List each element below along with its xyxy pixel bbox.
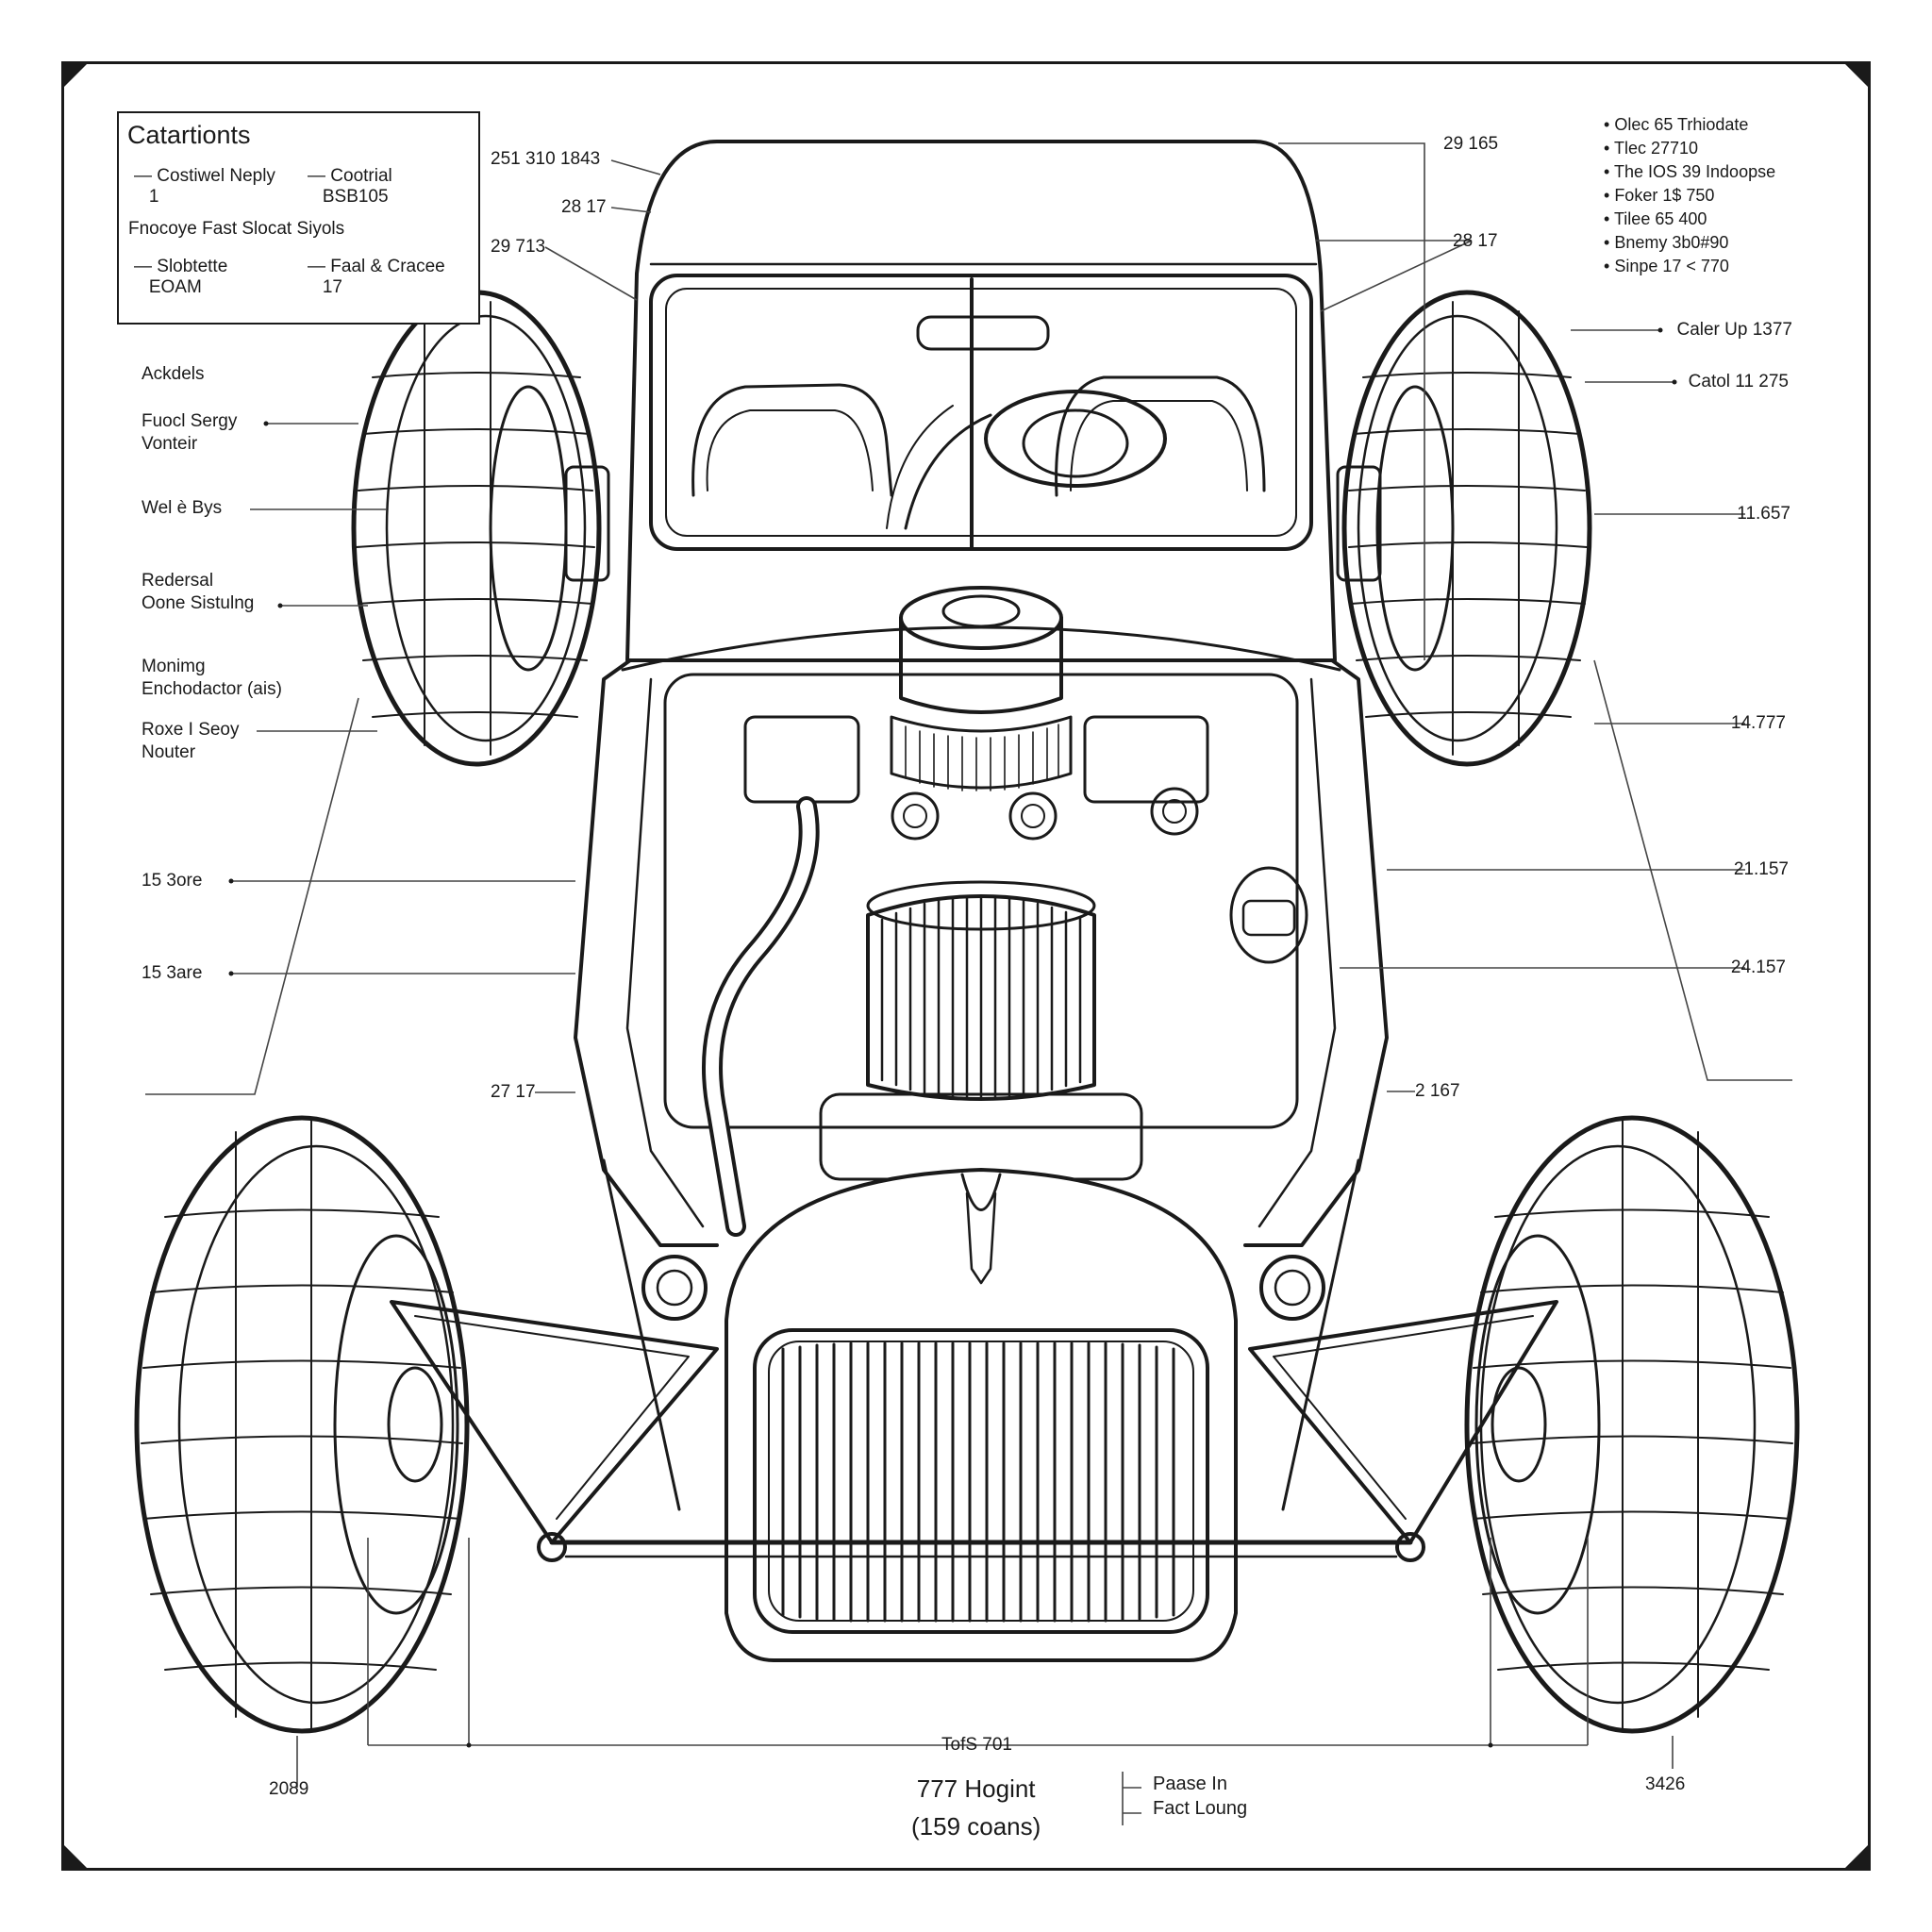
legend-entry: — Faal & Cracee 17 — [308, 257, 445, 297]
label-catol: Catol 11 275 — [1688, 372, 1789, 391]
seat-right — [1055, 375, 1266, 497]
spec-list: • Olec 65 Trhiodate • Tlec 27710 • The I… — [1604, 113, 1775, 278]
label-caler-up: Caler Up 1377 — [1676, 320, 1792, 340]
label-sare-2: 15 3are — [142, 963, 203, 983]
blower — [866, 894, 1096, 1101]
drawing-frame — [61, 61, 1871, 1871]
callout-dim: 251 310 1843 — [491, 149, 601, 169]
spec-item: • Bnemy 3b0#90 — [1604, 233, 1729, 252]
label-11657: 11.657 — [1737, 504, 1790, 524]
cab-roof — [625, 140, 1337, 662]
callout-dim: 28 17 — [1453, 231, 1498, 251]
callout-dim: 2089 — [269, 1779, 309, 1799]
alternator — [1229, 866, 1308, 964]
seat-left — [691, 383, 893, 497]
radiator-shell — [724, 1168, 1238, 1662]
leader-lines — [145, 142, 1792, 1825]
footer-notes: Paase In Fact Loung — [1153, 1774, 1248, 1819]
footer-title: 777 Hogint (159 coans) — [911, 1774, 1041, 1840]
tire-rear-left — [351, 290, 602, 767]
label-wele-bys: Wel è Bys — [142, 498, 223, 518]
a-arm-left — [390, 1300, 719, 1544]
headlight-left — [641, 1255, 708, 1321]
corner-marks — [61, 61, 1871, 1871]
headlight-right — [1259, 1255, 1325, 1321]
tire-front-left — [134, 1115, 470, 1734]
spec-item: • The IOS 39 Indoopse — [1604, 162, 1776, 181]
spec-item: • Olec 65 Trhiodate — [1604, 115, 1749, 134]
grille — [753, 1328, 1209, 1634]
callout-dim: 3426 — [1645, 1774, 1686, 1794]
callout-dim: 28 17 — [561, 197, 607, 217]
legend-entry: — Cootrial BSB105 — [308, 166, 392, 207]
legend-box: Catartionts — Costiwel Neply 1 — Cootria… — [117, 111, 480, 325]
steering-wheel — [984, 390, 1167, 488]
legend-entry: — Costiwel Neply 1 — [134, 166, 275, 207]
label-24157: 24.157 — [1730, 958, 1786, 977]
legend-entry: Fnocoye Fast Slocat Siyols — [128, 219, 345, 239]
tire-front-right — [1464, 1115, 1800, 1734]
mirror — [916, 315, 1050, 351]
leader-dots — [228, 327, 1677, 1748]
callout-dim: 2 167 — [1415, 1081, 1460, 1101]
a-arm-right — [1248, 1300, 1558, 1544]
callout-dim: 27 17 — [491, 1082, 536, 1102]
windshield — [649, 274, 1313, 551]
engine-bay — [663, 673, 1299, 1129]
spec-item: • Tilee 65 400 — [1604, 209, 1707, 228]
body-right — [1243, 658, 1389, 1247]
tire-rear-right — [1341, 290, 1592, 767]
spec-item: • Sinpe 17 < 770 — [1604, 257, 1729, 275]
spec-item: • Tlec 27710 — [1604, 139, 1699, 158]
callout-dim: TofS 701 — [941, 1735, 1012, 1755]
spec-item: • Foker 1$ 750 — [1604, 186, 1715, 205]
legend-entry: — Slobtette EOAM — [134, 257, 228, 297]
callout-dim: 29 713 — [491, 237, 546, 257]
legend-title: Catartionts — [127, 121, 251, 149]
label-14777: 14.777 — [1730, 713, 1786, 733]
label-ackdels: Ackdels — [142, 364, 205, 384]
callout-dim: 29 165 — [1443, 134, 1499, 154]
label-21157: 21.157 — [1733, 859, 1789, 879]
body-left — [574, 658, 719, 1247]
label-sore-1: 15 3ore — [142, 871, 203, 891]
